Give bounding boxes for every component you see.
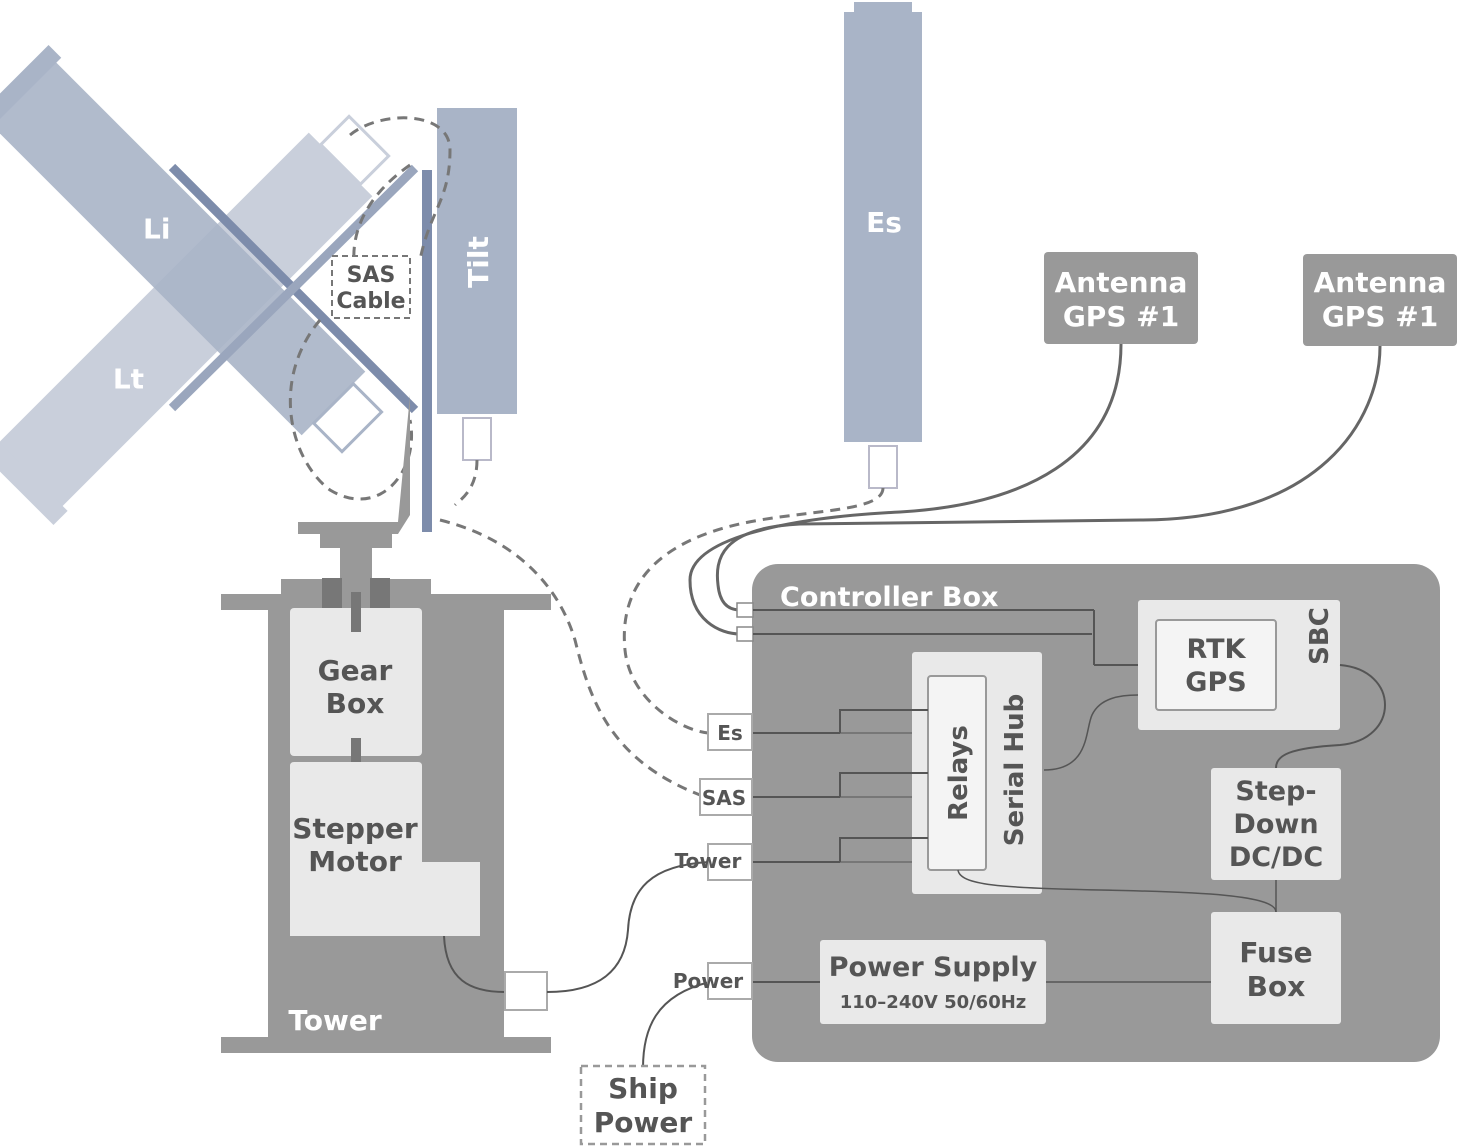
port-sas-label: SAS: [702, 786, 746, 810]
sas-cable-label-2: Cable: [336, 289, 405, 314]
rtk-label-1: RTK: [1187, 634, 1247, 665]
lt-label: Lt: [113, 363, 144, 396]
sbc-label: SBC: [1305, 607, 1335, 665]
antenna-2-label-2: GPS #1: [1322, 300, 1438, 333]
port-es-label: Es: [717, 721, 743, 745]
antenna-2-cable: [715, 345, 1382, 612]
rtk-gps: [1155, 619, 1277, 711]
power-supply-label: Power Supply: [829, 952, 1038, 983]
antenna-2-label-1: Antenna: [1314, 266, 1447, 299]
ship-power-label-2: Power: [594, 1106, 693, 1139]
gear-box-label-2: Box: [326, 687, 385, 720]
sensor-head: Lt Li Tilt SAS Cable: [0, 44, 517, 534]
mount-bar-lt: [168, 164, 419, 412]
antenna-1-label-1: Antenna: [1055, 266, 1188, 299]
port-power: Power: [673, 962, 753, 1000]
antenna-1-label-2: GPS #1: [1063, 300, 1179, 333]
gear-box-label-1: Gear: [318, 654, 393, 687]
fuse-box: [1211, 912, 1341, 1024]
port-sas: SAS: [699, 778, 753, 816]
tower-connector: [504, 971, 548, 1011]
controller-title: Controller Box: [780, 582, 998, 613]
stepdown-label-2: Down: [1233, 809, 1318, 840]
lt-sensor: Lt: [0, 114, 391, 526]
ship-power: Ship Power: [579, 1064, 707, 1146]
port-tower: Tower: [675, 843, 753, 881]
relays-label: Relays: [944, 725, 974, 821]
gear-box: [290, 608, 422, 756]
es-label: Es: [866, 206, 902, 239]
port-es: Es: [707, 713, 753, 751]
step-down: [1211, 768, 1341, 880]
sas-cable: [439, 518, 701, 797]
stepdown-label-3: DC/DC: [1229, 842, 1323, 873]
tilt-sensor: [437, 108, 517, 414]
stepdown-label-1: Step-: [1235, 776, 1316, 807]
port-tower-label: Tower: [675, 849, 742, 873]
power-supply: [820, 940, 1046, 1024]
antenna-2: Antenna GPS #1: [1303, 254, 1457, 346]
sas-cable-label-1: SAS: [347, 263, 396, 288]
serial-hub-label: Serial Hub: [1000, 694, 1030, 846]
rtk-label-2: GPS: [1185, 667, 1246, 698]
stepper-label-1: Stepper: [292, 812, 418, 845]
li-sensor: Li: [0, 44, 384, 454]
fuse-label-1: Fuse: [1239, 936, 1312, 969]
es-sensor: Es: [844, 2, 922, 489]
port-power-label: Power: [673, 969, 743, 993]
stepper-label-2: Motor: [308, 845, 402, 878]
controller-box: Controller Box SBC RTK GPS Serial Hub Re…: [736, 564, 1440, 1062]
sas-cable-box: [331, 255, 411, 319]
ship-power-cable: [642, 981, 711, 1069]
stepper-motor: [290, 762, 480, 936]
power-supply-spec: 110–240V 50/60Hz: [840, 992, 1027, 1013]
antenna-1: Antenna GPS #1: [1044, 252, 1198, 344]
bracket: [298, 395, 410, 534]
ship-power-label-1: Ship: [608, 1072, 678, 1105]
tower: Gear Box Stepper Motor Tower: [221, 534, 551, 1053]
li-label: Li: [143, 213, 170, 246]
es-connector: [868, 445, 898, 489]
tilt-cable: [453, 459, 479, 507]
tilt-connector: [462, 417, 492, 461]
tower-label: Tower: [288, 1004, 381, 1037]
tilt-label: Tilt: [462, 236, 495, 288]
antenna-1-cable: [688, 343, 1123, 636]
tower-cable: [546, 861, 711, 993]
fuse-label-2: Box: [1247, 970, 1306, 1003]
